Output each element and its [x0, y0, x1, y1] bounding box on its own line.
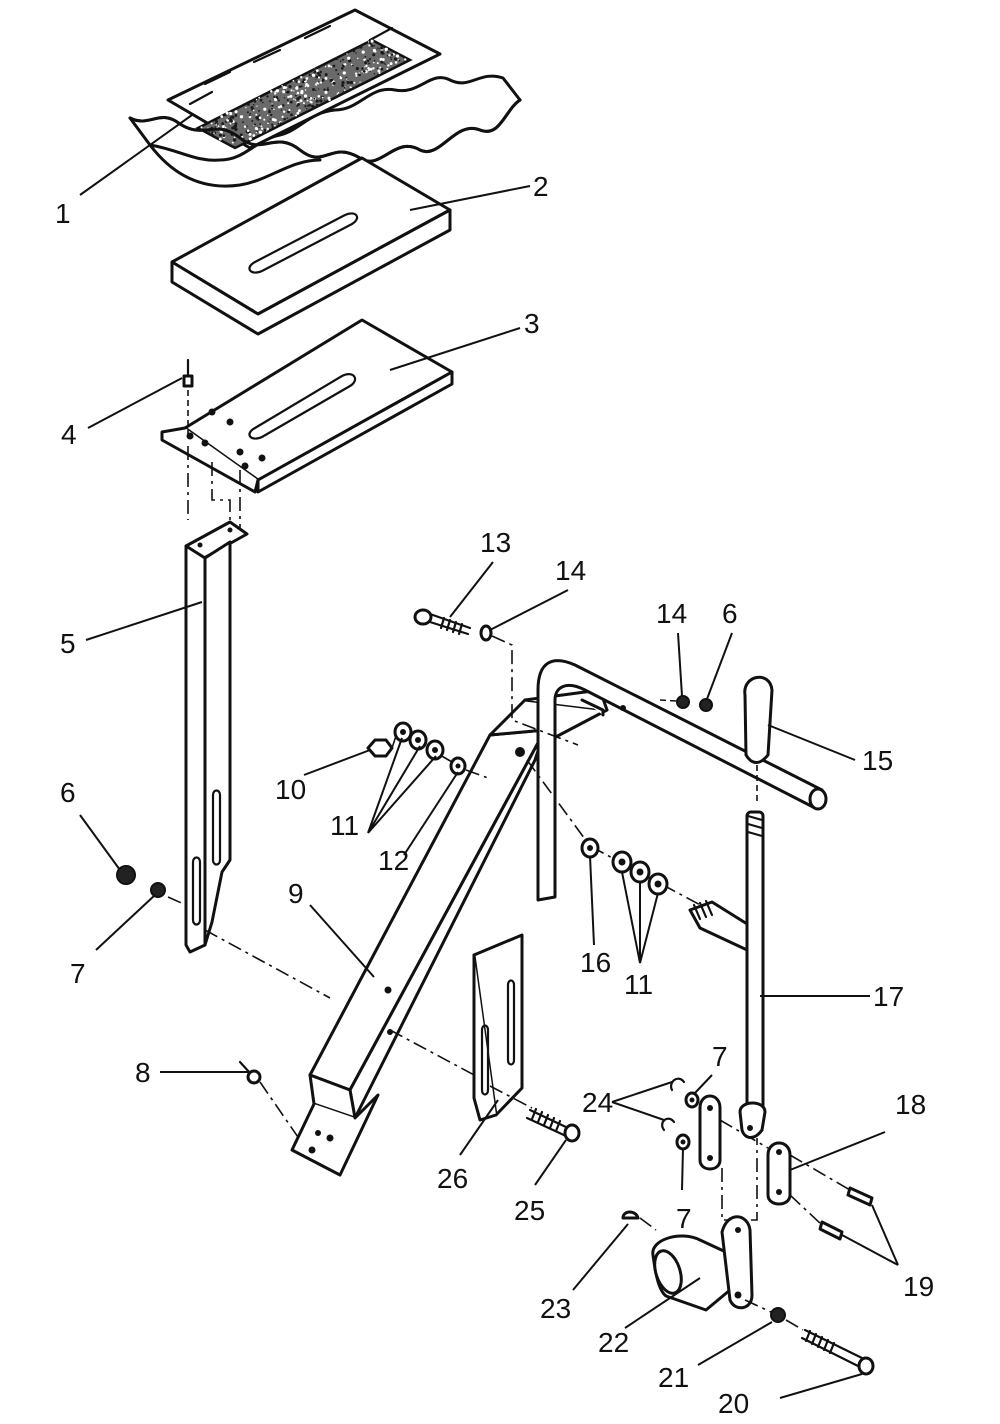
nut-part-6-left: [116, 865, 136, 885]
nut-part-10: [366, 738, 394, 758]
link-plate-upper: [698, 1094, 722, 1171]
bell-crank-part-22: [651, 1215, 754, 1312]
nut-part-6-right: [699, 698, 713, 712]
callout-22: 22: [598, 1327, 629, 1358]
callout-21: 21: [658, 1362, 689, 1393]
callout-18: 18: [895, 1089, 926, 1120]
callout-6-right: 6: [722, 598, 738, 629]
screw-part-8: [238, 1060, 262, 1085]
callout-8: 8: [135, 1057, 151, 1088]
leader-lines: [79, 114, 899, 1399]
callout-26: 26: [437, 1163, 468, 1194]
callout-24: 24: [582, 1087, 613, 1118]
callout-10: 10: [275, 774, 306, 805]
bolt-part-25: [525, 1107, 581, 1143]
frame-tube: [536, 659, 828, 902]
callout-16: 16: [580, 947, 611, 978]
callout-4: 4: [61, 419, 77, 450]
callout-7-left: 7: [70, 958, 86, 989]
washer-part-12: [449, 756, 467, 776]
washer-part-21: [770, 1307, 786, 1323]
washers-part-11-left: [393, 721, 445, 761]
callout-14-right: 14: [656, 598, 687, 629]
callout-labels: 1 2 3 4 5 6 7 8 9 10 11 12 13 14 14 6 15…: [55, 171, 934, 1419]
callout-11-left: 11: [330, 810, 359, 841]
washer-part-14-right: [676, 695, 690, 709]
pedal-arm-tube-part-9: [290, 688, 609, 1177]
callout-23: 23: [540, 1293, 571, 1324]
callout-1: 1: [55, 198, 71, 229]
washer-part-7-upper: [684, 1091, 700, 1109]
floor-mat-part-1: [128, 8, 522, 188]
callout-5: 5: [60, 628, 76, 659]
knob-part-15: [743, 675, 774, 803]
screw-part-4: [182, 358, 194, 436]
callout-12: 12: [378, 845, 409, 876]
key-part-23: [621, 1210, 640, 1220]
callout-17: 17: [873, 981, 904, 1012]
bolt-part-20: [800, 1328, 875, 1376]
mat-texture: [200, 39, 407, 149]
callout-6-left: 6: [60, 777, 76, 808]
link-plate-part-18: [766, 1141, 792, 1206]
callout-14-left: 14: [555, 555, 586, 586]
callout-19: 19: [903, 1271, 934, 1302]
callout-25: 25: [514, 1195, 545, 1226]
washer-part-7-left: [150, 882, 166, 898]
callout-3: 3: [524, 308, 540, 339]
callout-15: 15: [862, 745, 893, 776]
callout-13: 13: [480, 527, 511, 558]
washer-part-14-left: [479, 624, 493, 642]
pad-part-2: [170, 156, 452, 336]
callout-7-upper: 7: [712, 1041, 728, 1072]
pins-part-19: [818, 1186, 874, 1241]
bolt-part-13: [413, 608, 472, 636]
callout-2: 2: [533, 171, 549, 202]
callout-7-lower: 7: [676, 1203, 692, 1234]
bracket-part-26: [472, 933, 524, 1122]
washer-part-7-lower: [675, 1133, 691, 1151]
callout-11-right: 11: [624, 969, 653, 1000]
washer-part-16: [580, 837, 600, 859]
callout-20: 20: [718, 1388, 749, 1419]
shift-rod-part-17: [738, 810, 767, 1139]
callout-9: 9: [288, 878, 304, 909]
support-bracket-part-5: [184, 520, 249, 954]
cotter-pins-part-24: [661, 1077, 686, 1132]
pedal-plate-part-3: [160, 318, 454, 494]
